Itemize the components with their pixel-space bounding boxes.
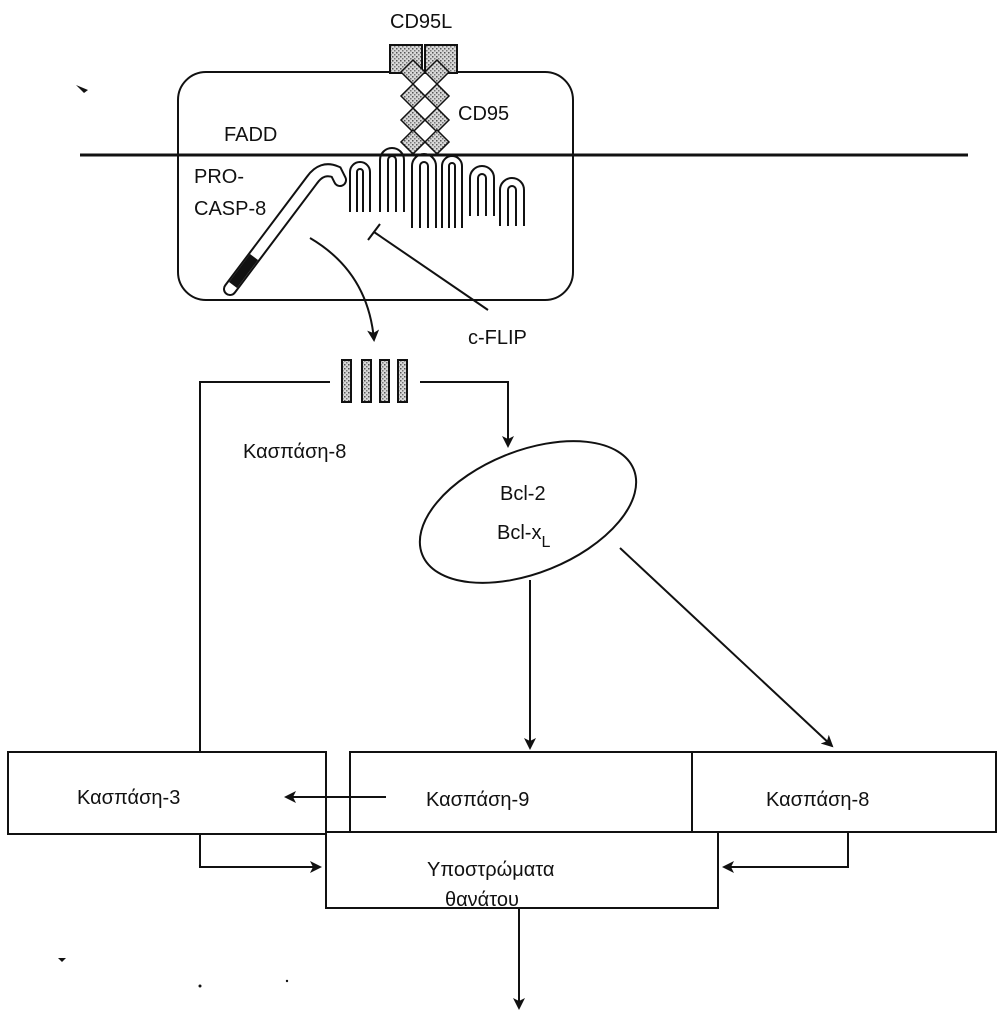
label-cd95l: CD95L	[390, 11, 452, 33]
label-bclxl-sub: L	[541, 534, 550, 551]
label-pro-casp8-line2: CASP-8	[194, 198, 266, 220]
label-cflip: c-FLIP	[468, 327, 527, 349]
label-cd95: CD95	[458, 103, 509, 125]
label-death-substrates-line2: θανάτου	[445, 889, 519, 911]
label-caspase-8-active: Κασπάση-8	[243, 441, 346, 463]
label-bcl2: Bcl-2	[500, 483, 546, 505]
pro-caspase-8-rod	[230, 170, 340, 289]
label-death-substrates-line1: Υποστρώματα	[427, 859, 554, 881]
label-fadd: FADD	[224, 124, 277, 146]
caspase-8-active-bars	[342, 360, 407, 402]
label-box-caspase-9: Κασπάση-9	[426, 789, 529, 811]
line-caspase8-to-caspase3	[200, 382, 330, 752]
cflip-inhibition	[368, 224, 488, 310]
label-bclxl-main: Bcl-x	[497, 522, 541, 544]
cd95l-ligand	[390, 45, 457, 73]
label-pro-casp8-line1: PRO-	[194, 166, 244, 188]
box-caspase-9	[350, 752, 720, 832]
arrow-caspase8-to-bcl2	[420, 382, 508, 446]
arrow-caspase8-to-substrates	[724, 832, 848, 867]
arrow-caspase3-to-substrates	[200, 834, 320, 867]
fadd-disc-hairpins	[350, 148, 524, 228]
activation-arrow	[310, 238, 374, 340]
cd95-receptor	[401, 60, 449, 154]
label-box-caspase-3: Κασπάση-3	[77, 787, 180, 809]
bcl2-ellipse	[399, 413, 656, 612]
label-box-caspase-8: Κασπάση-8	[766, 789, 869, 811]
arrow-bcl2-to-caspase8-box	[620, 548, 832, 746]
scan-specks	[58, 85, 288, 988]
